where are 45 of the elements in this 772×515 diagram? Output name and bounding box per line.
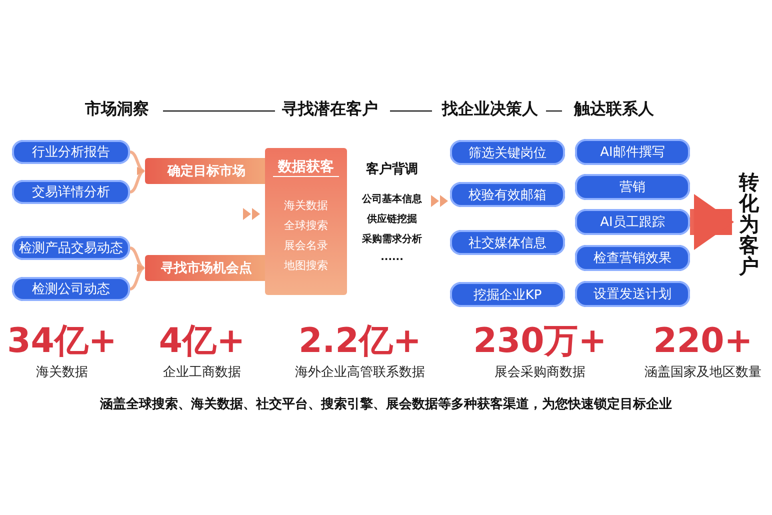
- pill-button-box: 检测产品交易动态: [12, 236, 130, 260]
- step-heading: 找企业决策人: [442, 100, 538, 118]
- card-item: 全球搜索: [283, 218, 329, 233]
- process-box: 寻找市场机会点: [145, 255, 268, 281]
- stat-number: 4亿+: [158, 322, 246, 362]
- big-arrow: [690, 194, 734, 250]
- pill-button-box: AI邮件撰写: [575, 139, 690, 165]
- pill-button-box: 营销: [575, 174, 690, 200]
- step-heading: 触达联系人: [574, 100, 654, 118]
- stat-caption: 涵盖国家及地区数量: [644, 366, 762, 381]
- section-heading: 客户背调: [365, 160, 419, 178]
- stat-caption: 海关数据: [36, 366, 88, 381]
- pill-button-box: 设置发送计划: [575, 281, 690, 307]
- stat-number: 230万+: [473, 322, 607, 362]
- stat-caption: 海外企业高管联系数据: [295, 366, 425, 381]
- stat-number: 220+: [653, 322, 753, 362]
- card-heading: 数据获客: [273, 158, 339, 177]
- stat-caption: 展会采购商数据: [494, 366, 586, 381]
- pill-button-box: AI员工跟踪: [575, 209, 690, 235]
- arrow: [130, 266, 145, 290]
- list-item: 采购需求分析: [361, 232, 423, 246]
- pill-button-box: 行业分析报告: [12, 140, 130, 164]
- step-heading: 市场洞察: [85, 100, 149, 118]
- list-item: 供应链挖掘: [366, 212, 418, 226]
- pill-button-box: 筛选关键岗位: [450, 140, 565, 165]
- chevron-arrow: [431, 195, 448, 207]
- card-item: 展会名录: [283, 238, 329, 253]
- process-box: 确定目标市场: [145, 158, 268, 184]
- step-heading: 寻找潜在客户: [282, 100, 378, 118]
- pill-button-box: 检测公司动态: [12, 277, 130, 301]
- card-item: 地图搜索: [283, 258, 329, 273]
- list-item: ......: [380, 252, 404, 263]
- pill-button-box: 校验有效邮箱: [450, 182, 565, 207]
- summary-text: 涵盖全球搜索、海关数据、社交平台、搜索引擎、展会数据等多种获客渠道，为您快速锁定目标企业: [100, 398, 672, 413]
- data-card: [265, 148, 347, 295]
- pill-button-box: 检查营销效果: [575, 245, 690, 271]
- stat-caption: 企业工商数据: [163, 366, 241, 381]
- pill-button-box: 社交媒体信息: [450, 230, 565, 255]
- stat-number: 2.2亿+: [298, 322, 422, 362]
- arrow: [130, 169, 145, 194]
- list-item: 公司基本信息: [360, 192, 423, 206]
- pill-button-box: 挖掘企业KP: [450, 282, 565, 307]
- card-item: 海关数据: [283, 198, 329, 213]
- stat-number: 34亿+: [7, 322, 117, 362]
- pill-button-box: 交易详情分析: [12, 180, 130, 204]
